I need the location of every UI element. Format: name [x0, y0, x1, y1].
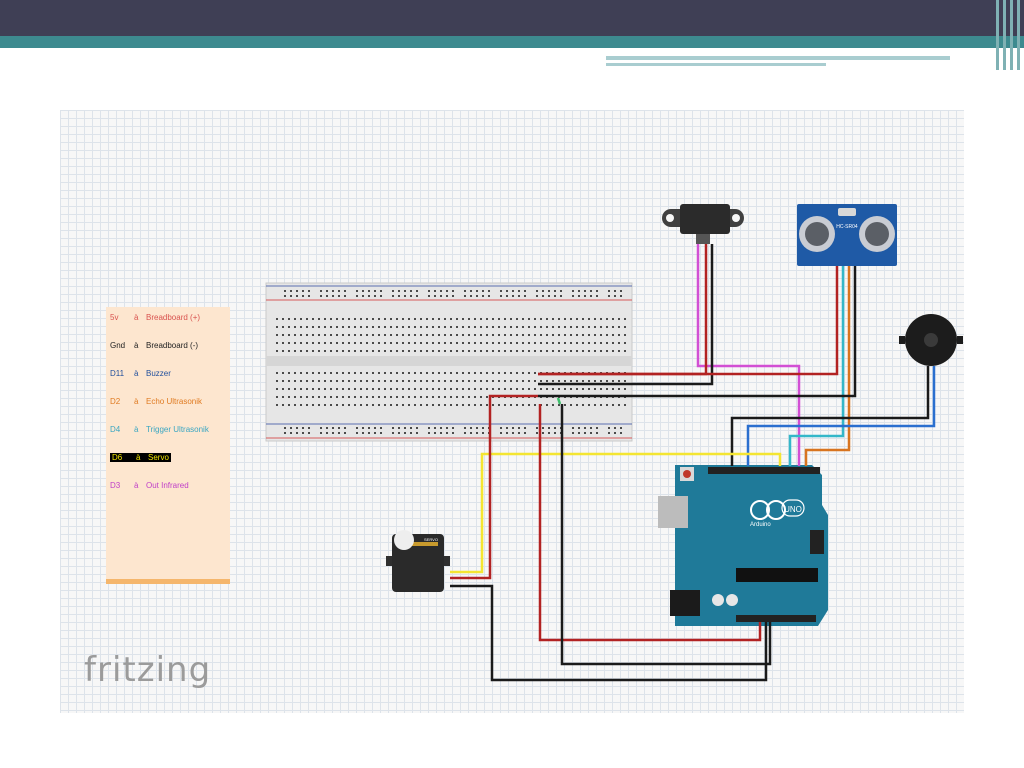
- servo-motor: SERVO: [386, 530, 450, 592]
- legend-target: Servo: [148, 453, 169, 462]
- legend-pin: D11: [110, 369, 125, 378]
- fritzing-watermark: fritzing: [84, 650, 212, 690]
- legend-pin: 5v: [110, 313, 119, 322]
- wire-ir-signal: [696, 244, 801, 466]
- legend-arrow: à: [134, 397, 139, 406]
- infrared-sensor: [662, 204, 744, 244]
- legend-target: Out Infrared: [146, 481, 189, 490]
- header-underline: [606, 56, 950, 60]
- wire-5v: [538, 404, 762, 642]
- arduino-model: UNO: [784, 505, 802, 514]
- legend-row: D3 à Out Infrared: [110, 481, 189, 490]
- wires: [450, 244, 936, 682]
- buzzer: [899, 314, 963, 366]
- breadboard-holes: [276, 290, 626, 434]
- wire-ir-gnd: [538, 244, 714, 386]
- breadboard: [265, 282, 633, 442]
- wire-us-echo: [804, 266, 851, 466]
- wire-servo-signal: [450, 452, 782, 574]
- wire-buzzer-signal: [746, 366, 936, 466]
- legend-pin: D4: [110, 425, 121, 434]
- legend-row: 5v à Breadboard (+): [110, 313, 200, 322]
- ultrasonic-label: HC-SR04: [836, 224, 858, 230]
- legend-row: D2 à Echo Ultrasonik: [110, 397, 202, 406]
- wire-servo-gnd: [450, 584, 768, 682]
- header-stripes: [994, 0, 1024, 70]
- legend-arrow: à: [134, 369, 139, 378]
- legend-pin: D6: [112, 453, 123, 462]
- legend-arrow: à: [134, 481, 139, 490]
- legend-target: Buzzer: [146, 369, 171, 378]
- servo-label: SERVO: [424, 537, 438, 542]
- ultrasonic-sensor: HC-SR04: [797, 204, 897, 266]
- legend-target: Trigger Ultrasonik: [146, 425, 209, 434]
- legend-arrow: à: [136, 453, 141, 462]
- header-accent-bar: [0, 36, 1024, 48]
- legend-pin: D3: [110, 481, 121, 490]
- legend-row: D6 à Servo: [110, 453, 171, 462]
- legend-target: Echo Ultrasonik: [146, 397, 203, 406]
- legend-pin: Gnd: [110, 341, 126, 350]
- wire-us-gnd: [538, 266, 857, 398]
- wire-servo-power: [450, 394, 538, 580]
- legend-target: Breadboard (-): [146, 341, 199, 350]
- wire-gnd: [560, 404, 772, 666]
- header-bar: [0, 0, 1024, 36]
- legend-arrow: à: [134, 341, 139, 350]
- legend-pin: D2: [110, 397, 121, 406]
- arduino-brand: Arduino: [750, 522, 771, 528]
- legend-arrow: à: [134, 425, 139, 434]
- legend-arrow: à: [134, 313, 139, 322]
- wire-us-vcc: [538, 266, 839, 376]
- legend-row: D11 à Buzzer: [110, 369, 171, 378]
- header-underline-short: [606, 63, 826, 66]
- wire-bb-jumper: [556, 397, 562, 405]
- arduino-uno-board: UNO Arduino: [658, 465, 828, 626]
- wire-buzzer-gnd: [730, 366, 930, 466]
- legend-target: Breadboard (+): [146, 313, 201, 322]
- wire-us-trig: [788, 266, 845, 466]
- legend-row: D4 à Trigger Ultrasonik: [110, 425, 209, 434]
